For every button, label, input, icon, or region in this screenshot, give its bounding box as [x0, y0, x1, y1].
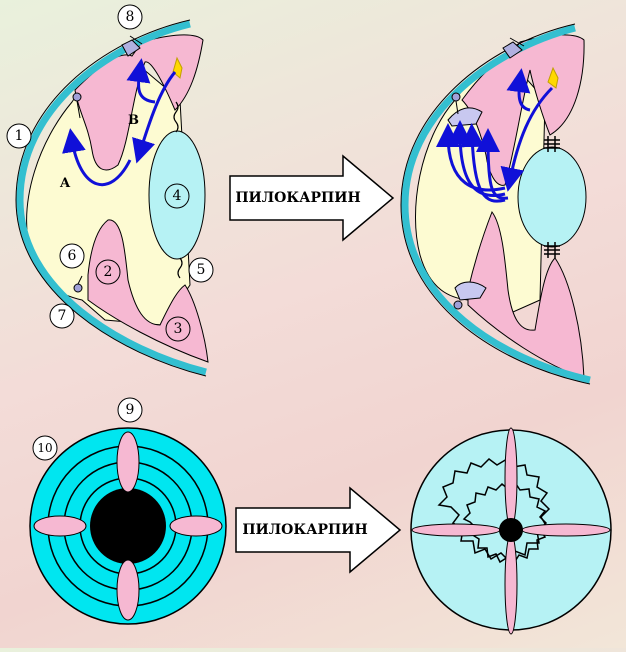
eye-after [400, 23, 591, 385]
callout-9: 9 [117, 397, 143, 423]
arrow-label-bottom: ПИЛОКАРПИН [242, 522, 367, 538]
callout-5: 5 [188, 257, 214, 283]
flow-arrow-1 [436, 123, 506, 192]
callout-7: 7 [49, 303, 75, 329]
zigzag-ring-outer [437, 458, 551, 563]
zonule-lower [177, 257, 183, 279]
petal-bottom [116, 559, 140, 621]
petal-top [116, 431, 140, 493]
callout-8: 8 [117, 4, 143, 30]
schlemm-canal [121, 35, 143, 57]
trabecular-knob-lower [73, 283, 83, 293]
callout-6: 6 [59, 243, 85, 269]
callout-10: 10 [32, 435, 58, 461]
trabecular-knob-upper [72, 92, 82, 102]
cornea-outline [15, 19, 207, 377]
arrow-bottom: ПИЛОКАРПИН [235, 486, 402, 574]
petal-left [33, 515, 87, 537]
zonule-upper [544, 136, 560, 152]
svg-text:6: 6 [68, 248, 77, 264]
iris-before [29, 427, 227, 625]
label-a: A [59, 176, 71, 191]
petal-bottom [504, 533, 518, 635]
pupil [499, 518, 523, 542]
flow-arrow-down [500, 86, 554, 192]
zonule-lower [544, 242, 560, 258]
iris-after [410, 427, 612, 635]
flow-arrow-4 [476, 128, 509, 200]
cornea [16, 20, 207, 376]
svg-text:10: 10 [37, 441, 52, 455]
lens [517, 146, 587, 248]
cornea-outline [400, 23, 591, 385]
arrow-top: ПИЛОКАРПИН [229, 154, 395, 242]
svg-text:7: 7 [58, 308, 67, 324]
svg-text:1: 1 [15, 128, 24, 144]
svg-text:4: 4 [173, 188, 182, 204]
petal-right [169, 515, 223, 537]
callout-4: 4 [164, 183, 190, 209]
flow-arrow-3 [460, 123, 506, 203]
petal-right [521, 523, 611, 537]
callout-2: 2 [95, 259, 121, 285]
svg-text:5: 5 [197, 262, 206, 278]
petal-left [411, 523, 501, 537]
trabecular-knob-lower [453, 300, 463, 310]
svg-text:9: 9 [126, 402, 135, 418]
trabecular-mesh-lower [454, 281, 487, 301]
zonule-upper [173, 101, 179, 133]
svg-text:2: 2 [104, 264, 113, 280]
callout-1: 1 [6, 123, 32, 149]
callout-3: 3 [165, 316, 191, 342]
arrow-label-top: ПИЛОКАРПИН [235, 190, 360, 206]
pupil [90, 488, 166, 564]
svg-text:3: 3 [174, 321, 183, 337]
svg-text:8: 8 [126, 9, 135, 25]
trabecular-knob-upper [451, 92, 461, 102]
flow-arrow-b-down [132, 71, 177, 164]
label-b: B [128, 113, 139, 128]
schlemm-canal [502, 37, 525, 59]
flow-arrow-a [62, 128, 132, 187]
yellow-source [547, 66, 559, 89]
cornea [401, 24, 591, 384]
flow-arrow-up [506, 68, 531, 112]
petal-top [504, 427, 518, 529]
flow-arrow-b-up [126, 58, 156, 104]
